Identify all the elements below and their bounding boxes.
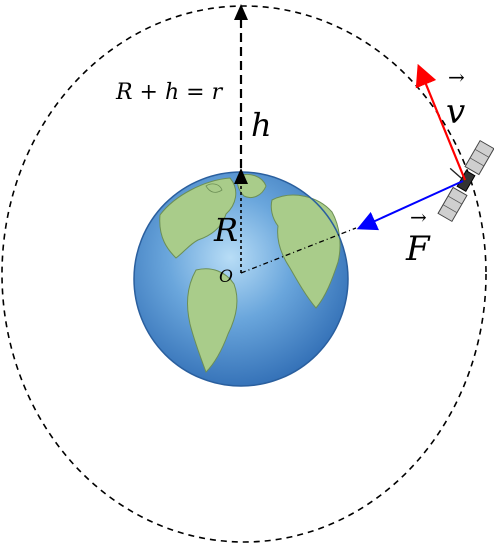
- orbit-radius-arrowhead: [234, 4, 248, 20]
- force-arrow-symbol: →: [410, 205, 427, 229]
- velocity-vector: [415, 63, 467, 181]
- center-label: O: [219, 267, 233, 287]
- velocity-arrow-symbol: →: [448, 65, 465, 89]
- center-to-satellite-line: [240, 227, 357, 274]
- velocity-label: v: [446, 92, 465, 132]
- earth-radius-arrowhead: [234, 168, 248, 184]
- satellite-icon: [437, 139, 494, 223]
- force-vector: [356, 180, 464, 231]
- orbit-path: [1, 5, 487, 543]
- force-label: F: [405, 229, 431, 269]
- altitude-label: h: [251, 106, 272, 144]
- orbit-radius-label: R + h = r: [115, 80, 224, 105]
- earth-icon: [133, 171, 349, 387]
- earth-radius-label: R: [213, 211, 238, 249]
